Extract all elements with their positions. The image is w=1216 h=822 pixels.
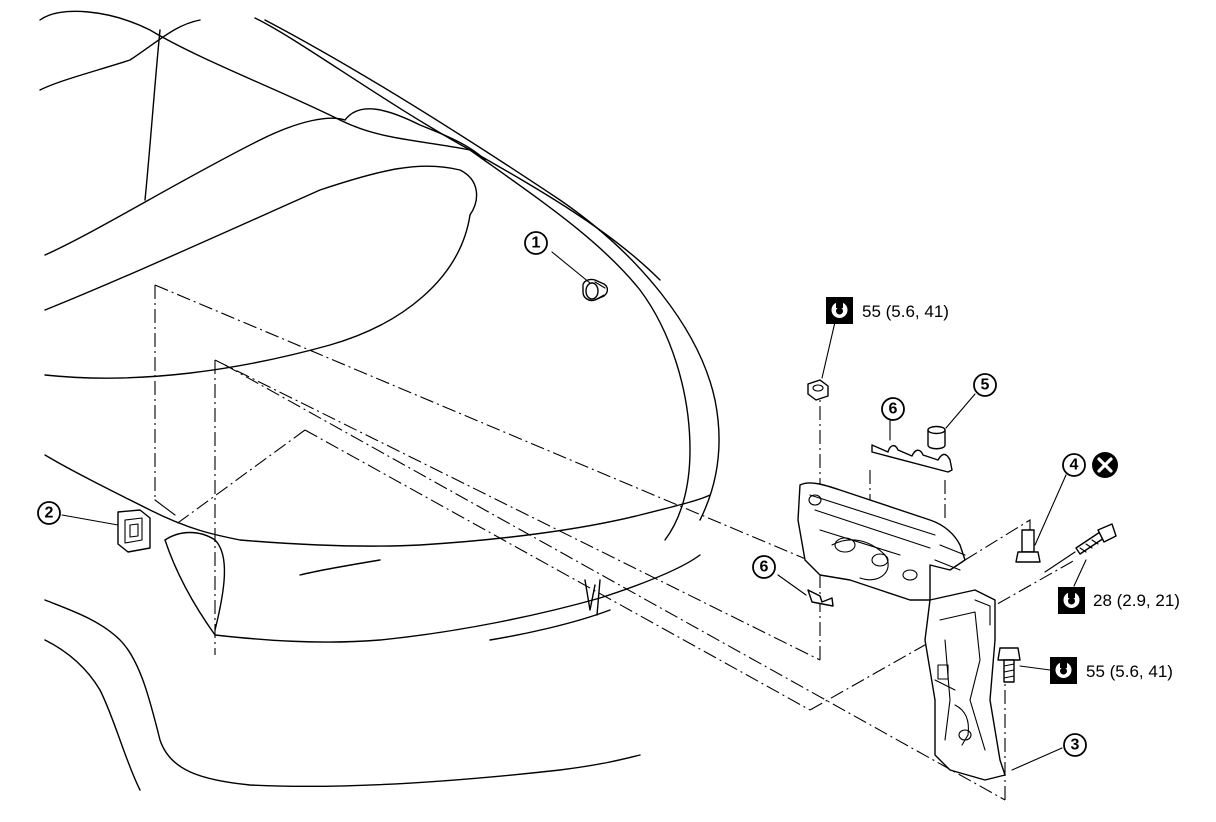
callout-6-lower: 6: [752, 555, 776, 579]
hood-lock-assembly: [777, 321, 1117, 781]
clip-part: [551, 251, 609, 302]
callout-3: 3: [1063, 733, 1087, 757]
callout-4: 4: [1062, 453, 1086, 477]
svg-text:3: 3: [1071, 737, 1080, 754]
svg-text:6: 6: [760, 559, 769, 576]
torque-value-bottom: 55 (5.6, 41): [1086, 662, 1173, 681]
torque-wrench-icon: [1058, 587, 1085, 614]
svg-text:5: 5: [981, 377, 990, 394]
torque-spec-top: 55 (5.6, 41): [826, 297, 949, 324]
svg-text:4: 4: [1070, 457, 1079, 474]
lower-bolt-part: [997, 647, 1021, 683]
torque-spec-bottom: 55 (5.6, 41): [1050, 657, 1173, 684]
callout-5: 5: [973, 373, 997, 397]
torque-spec-middle: 28 (2.9, 21): [1058, 587, 1180, 614]
bracket-part: [61, 509, 151, 553]
torque-value-top: 55 (5.6, 41): [862, 302, 949, 321]
assembly-lines: [154, 284, 1076, 801]
svg-text:2: 2: [45, 505, 54, 522]
svg-text:1: 1: [532, 235, 541, 252]
do-not-reuse-icon: [1092, 452, 1118, 478]
torque-wrench-icon: [1050, 657, 1077, 684]
bolt-part: [1015, 474, 1067, 563]
callout-1: 1: [524, 231, 548, 255]
nut-part: [807, 321, 836, 401]
torque-value-middle: 28 (2.9, 21): [1093, 591, 1180, 610]
angled-bolt-part: [1044, 523, 1117, 587]
torque-wrench-icon: [826, 297, 853, 324]
svg-text:6: 6: [889, 401, 898, 418]
vehicle-body-outline: [39, 10, 720, 791]
callout-2: 2: [37, 501, 61, 525]
callout-6-upper: 6: [881, 397, 905, 421]
